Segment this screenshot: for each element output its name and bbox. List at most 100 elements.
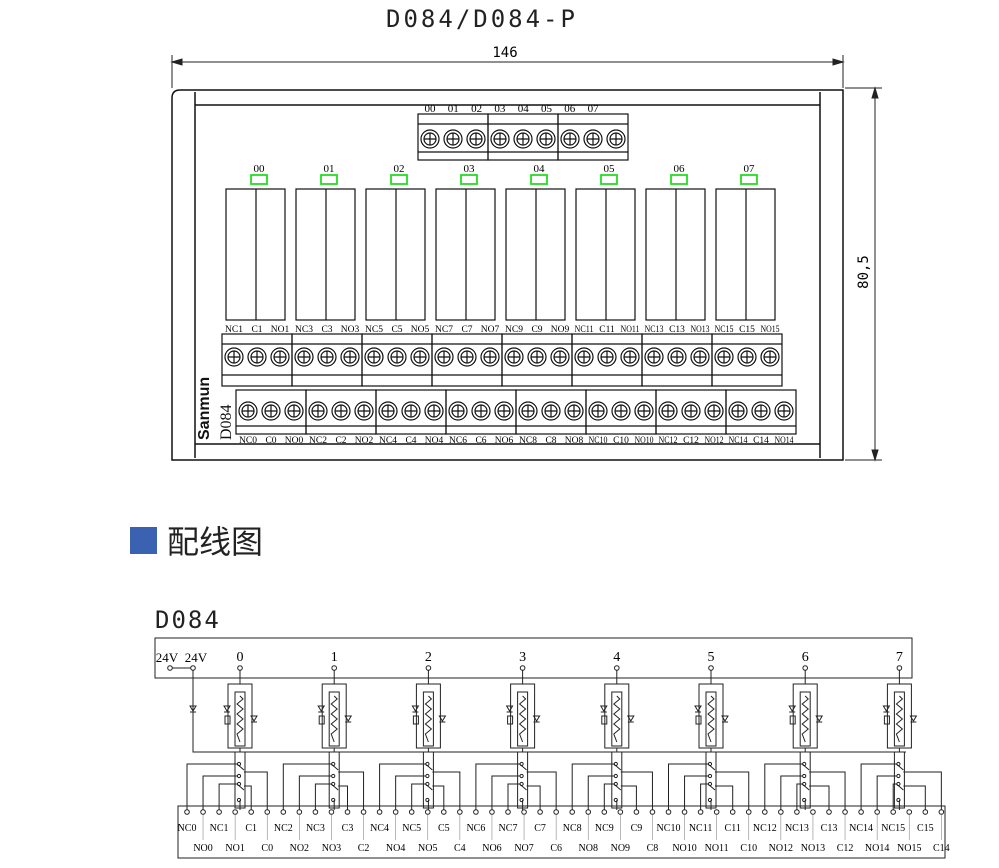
contact-point-icon xyxy=(425,797,430,803)
terminal-point-icon xyxy=(802,665,809,671)
screw-slot xyxy=(540,133,552,145)
screw-outer xyxy=(448,401,468,421)
height-dimension-label: 80,5 xyxy=(856,255,872,289)
screw-slot xyxy=(391,351,403,363)
screw-slot xyxy=(452,405,464,417)
screw-slot xyxy=(344,351,356,363)
terminal-point-icon xyxy=(713,809,720,815)
led-label: 01 xyxy=(324,163,335,175)
terminal-strip-label: C8 xyxy=(647,843,659,854)
screw-outer xyxy=(690,347,710,367)
screw-icon xyxy=(261,401,281,421)
contact-point-icon xyxy=(331,781,336,787)
screw-icon xyxy=(728,401,748,421)
contact-wire xyxy=(282,763,365,810)
contact-point-icon xyxy=(896,761,901,767)
status-led-icon xyxy=(670,174,688,185)
terminal-strip-label: NO3 xyxy=(322,843,341,854)
coil-icon xyxy=(424,695,433,743)
screw-icon xyxy=(308,401,328,421)
screw-slot xyxy=(741,351,753,363)
contact-point-icon xyxy=(613,773,618,779)
terminal-point-icon xyxy=(237,665,243,671)
screw-outer xyxy=(364,347,384,367)
terminal-strip-label: NC11 xyxy=(689,823,713,834)
screw-slot xyxy=(447,133,459,145)
model-label: D084 xyxy=(218,404,235,440)
contact-housing xyxy=(517,751,529,809)
contact-housing xyxy=(893,751,905,809)
terminal-point-icon xyxy=(184,809,190,815)
terminal-label: NC3 xyxy=(295,325,313,335)
screw-outer xyxy=(667,347,687,367)
contact-point-icon xyxy=(613,761,618,767)
terminal-point-icon xyxy=(922,809,929,815)
screw-slot xyxy=(778,405,790,417)
contact-wire xyxy=(379,763,461,810)
terminal-strip-label: C0 xyxy=(261,843,273,854)
contact-wire xyxy=(780,775,830,810)
led-label: 00 xyxy=(254,163,266,175)
terminal-strip-label: C12 xyxy=(837,843,854,854)
terminal-point-icon xyxy=(810,809,816,815)
coil-body xyxy=(234,691,246,747)
terminal-label: NO10 xyxy=(635,436,654,446)
terminal-strip-label: NC9 xyxy=(595,823,614,834)
supply-label: 24V xyxy=(156,650,179,665)
screw-outer xyxy=(401,401,421,421)
resistor-icon xyxy=(224,715,231,725)
terminal-point-icon xyxy=(537,809,543,815)
coil-icon xyxy=(518,695,527,743)
screw-slot xyxy=(592,405,604,417)
terminal-label: NC9 xyxy=(505,325,523,335)
common-bus xyxy=(192,670,906,753)
terminal-point-icon xyxy=(890,809,897,815)
input-terminal-label: 07 xyxy=(588,103,600,115)
terminal-label: C4 xyxy=(405,436,416,446)
relay xyxy=(505,188,566,321)
terminal-strip-label: NC7 xyxy=(499,823,518,834)
terminal-point-icon xyxy=(392,809,399,815)
coil-icon xyxy=(707,695,715,743)
diode-icon xyxy=(815,715,824,723)
screw-icon xyxy=(751,401,771,421)
contact-point-icon xyxy=(425,761,430,767)
screw-icon xyxy=(606,129,626,149)
status-led-icon xyxy=(250,174,268,185)
screw-outer xyxy=(583,129,603,149)
screw-icon xyxy=(737,347,757,367)
contact-point-icon xyxy=(707,781,713,787)
contact-point-icon xyxy=(236,773,242,779)
led-icon xyxy=(411,705,420,713)
terminal-label: C13 xyxy=(669,325,685,335)
terminal-strip-label: NO7 xyxy=(514,843,533,854)
screw-outer xyxy=(681,401,701,421)
coil-icon xyxy=(236,695,244,743)
screw-icon xyxy=(704,401,724,421)
terminal-point-icon xyxy=(729,809,736,815)
relay xyxy=(295,188,356,321)
terminal-strip-label: NC15 xyxy=(881,823,905,834)
screw-slot xyxy=(615,405,627,417)
diode-icon xyxy=(532,715,541,723)
screw-icon xyxy=(480,347,500,367)
screw-outer xyxy=(331,401,351,421)
contact-housing xyxy=(422,751,434,809)
section-marker xyxy=(130,527,157,554)
terminal-point-icon xyxy=(312,809,319,815)
diode-icon xyxy=(721,715,729,723)
terminal-strip-label: NO2 xyxy=(290,843,309,854)
screw-icon xyxy=(410,347,430,367)
screw-outer xyxy=(564,401,584,421)
screw-slot xyxy=(624,351,636,363)
screw-slot xyxy=(461,351,473,363)
screw-outer xyxy=(238,401,258,421)
screw-icon xyxy=(471,401,491,421)
relay xyxy=(225,188,286,321)
screw-icon xyxy=(466,129,486,149)
terminal-strip-label: NC14 xyxy=(849,823,873,834)
